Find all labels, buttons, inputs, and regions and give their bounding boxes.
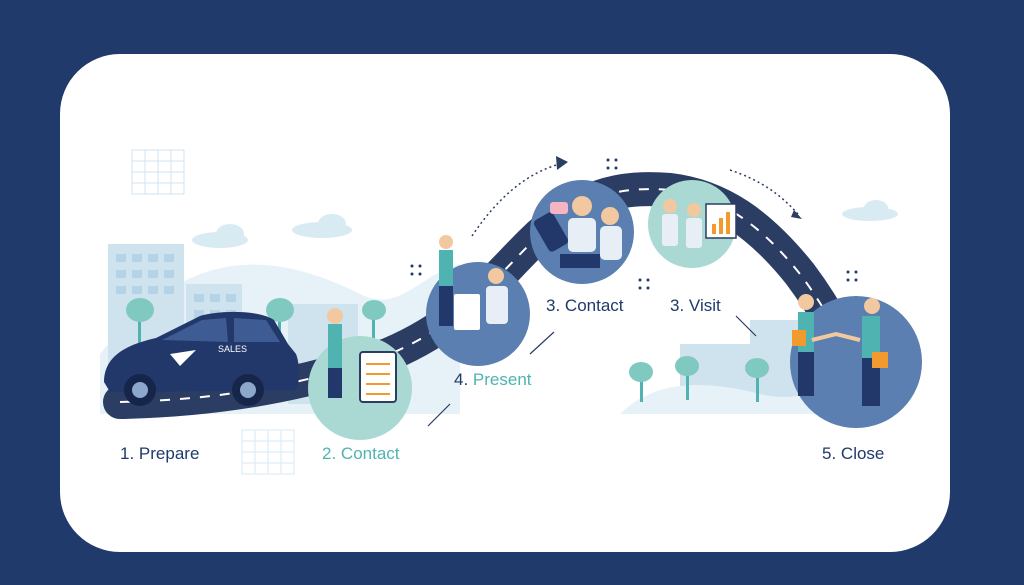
step-circle-contact-2 — [308, 308, 412, 440]
step-label-prepare: 1. Prepare — [120, 444, 200, 463]
step-label-close: 5. Close — [822, 444, 885, 463]
grid-pattern-top-left — [131, 149, 185, 195]
sales-journey-illustration: SALES — [100, 149, 922, 475]
step-circle-close-5 — [790, 294, 922, 428]
grid-pattern-bottom-left — [241, 429, 295, 475]
arrowheads — [556, 156, 802, 219]
person-icon — [328, 324, 342, 368]
car-badge-text: SALES — [218, 344, 247, 354]
step-label-contact-2: 2. Contact — [322, 444, 400, 463]
step-circle-visit-3 — [648, 180, 737, 268]
double-arrow-icon — [427, 315, 757, 427]
clipboard-icon — [454, 294, 480, 330]
step-label-visit: 3. Visit — [670, 296, 721, 315]
step-label-contact-3: 3. Contact — [546, 296, 624, 315]
step-circle-contact-3 — [530, 180, 634, 284]
dot-pattern — [410, 158, 858, 290]
arrow-icon — [471, 163, 799, 237]
tree-icon — [126, 298, 769, 402]
handshake-icon — [811, 331, 861, 342]
diagram-card: SALES — [60, 54, 950, 552]
car-icon — [104, 311, 299, 406]
cloud-icon — [192, 200, 898, 248]
chat-bubble-icon — [550, 202, 568, 214]
phone-icon — [533, 212, 569, 252]
step-circle-present-4 — [426, 235, 530, 366]
step-label-present: 4. Present — [454, 370, 532, 389]
